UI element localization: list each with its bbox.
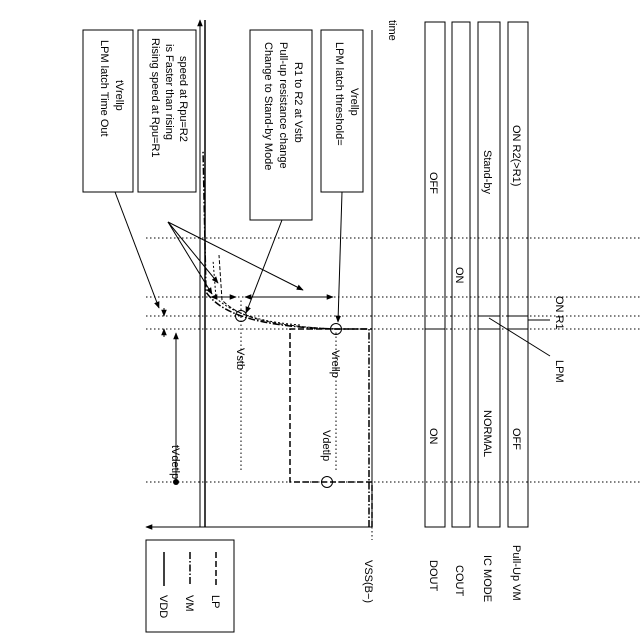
row-ic-mode: NORMAL Stand-by IC MODE [478, 22, 500, 602]
annotation-rising-speed-line2: is Faster than rising [163, 44, 175, 140]
callout-lpm: LPM [553, 360, 565, 383]
lpm-leader [489, 318, 550, 356]
row-cout: ON COUT [452, 22, 470, 596]
annotation-threshold-line2: Vrellp [348, 88, 360, 116]
annotation-lpm-timeout-leader [115, 192, 159, 308]
label-vdetlp: Vdetlp [320, 430, 332, 461]
legend-label-vm: VM [183, 595, 195, 612]
rising-curve-r1 [213, 260, 300, 325]
annotation-standby-line1: Change to Stand-by Mode [262, 42, 274, 170]
label-tvdetlp: tVdetlp [169, 445, 181, 479]
row-ic-mode-name: IC MODE [481, 555, 493, 602]
annotation-lpm-timeout-line1: LPM latch Time Out [98, 40, 110, 137]
annotation-lpm-timeout-line2: tVrellp [113, 80, 125, 111]
row-pullup-right-state: ON R2(>R1) [510, 125, 522, 186]
vm-curve [203, 150, 369, 527]
legend-label-lp: LP [209, 595, 221, 608]
rising-curve-r2 [219, 255, 336, 329]
label-vss: VSS(B−) [362, 560, 374, 603]
row-cout-name: COUT [453, 565, 465, 596]
row-dout-right-state: OFF [427, 172, 439, 194]
row-dout: ON OFF DOUT [425, 22, 445, 591]
annotation-threshold-leader [338, 192, 342, 322]
annotation-standby-line2: Pull-up resistance change [277, 42, 289, 169]
annotation-standby-line3: R1 to R2 at Vstb [292, 62, 304, 143]
annotation-threshold-line1: LPM latch threshold= [333, 42, 345, 146]
callout-on-r1: ON R1 [553, 296, 565, 330]
annotation-rising-speed-line1: Rising speed at Rpu=R1 [149, 38, 161, 158]
annotation-standby-leader [246, 220, 282, 313]
time-axis-label: time [386, 20, 398, 41]
row-pullup-left-state: OFF [510, 428, 522, 450]
annotation-rising-speed-line3: speed at Rpu=R2 [177, 56, 189, 142]
row-pullup-vm: OFF ON R2(>R1) Pull-Up VM [508, 22, 528, 601]
row-dout-name: DOUT [427, 560, 439, 591]
row-dout-left-state: ON [427, 428, 439, 445]
row-ic-mode-left-state: NORMAL [481, 410, 493, 457]
legend-label-vdd: VDD [157, 595, 169, 618]
row-ic-mode-right-state: Stand-by [481, 150, 493, 195]
label-vrellp: Vrellp [329, 350, 341, 378]
row-pullup-name: Pull-Up VM [510, 545, 522, 601]
row-cout-right-state: ON [453, 267, 465, 284]
annotation-rising-speed-leader-2 [168, 222, 218, 283]
label-vstb: Vstb [234, 348, 246, 370]
